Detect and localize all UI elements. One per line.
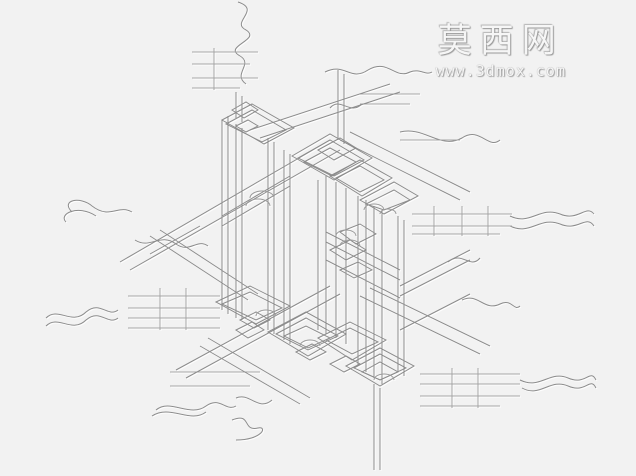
bottom-frame: [214, 285, 416, 387]
middle-frame: [221, 175, 401, 299]
top-frame: [220, 101, 420, 215]
isometric-diagonals: [119, 83, 491, 405]
break-lines: [45, 1, 597, 441]
construction-lines: [128, 48, 520, 408]
detail-arcs: [245, 190, 397, 381]
